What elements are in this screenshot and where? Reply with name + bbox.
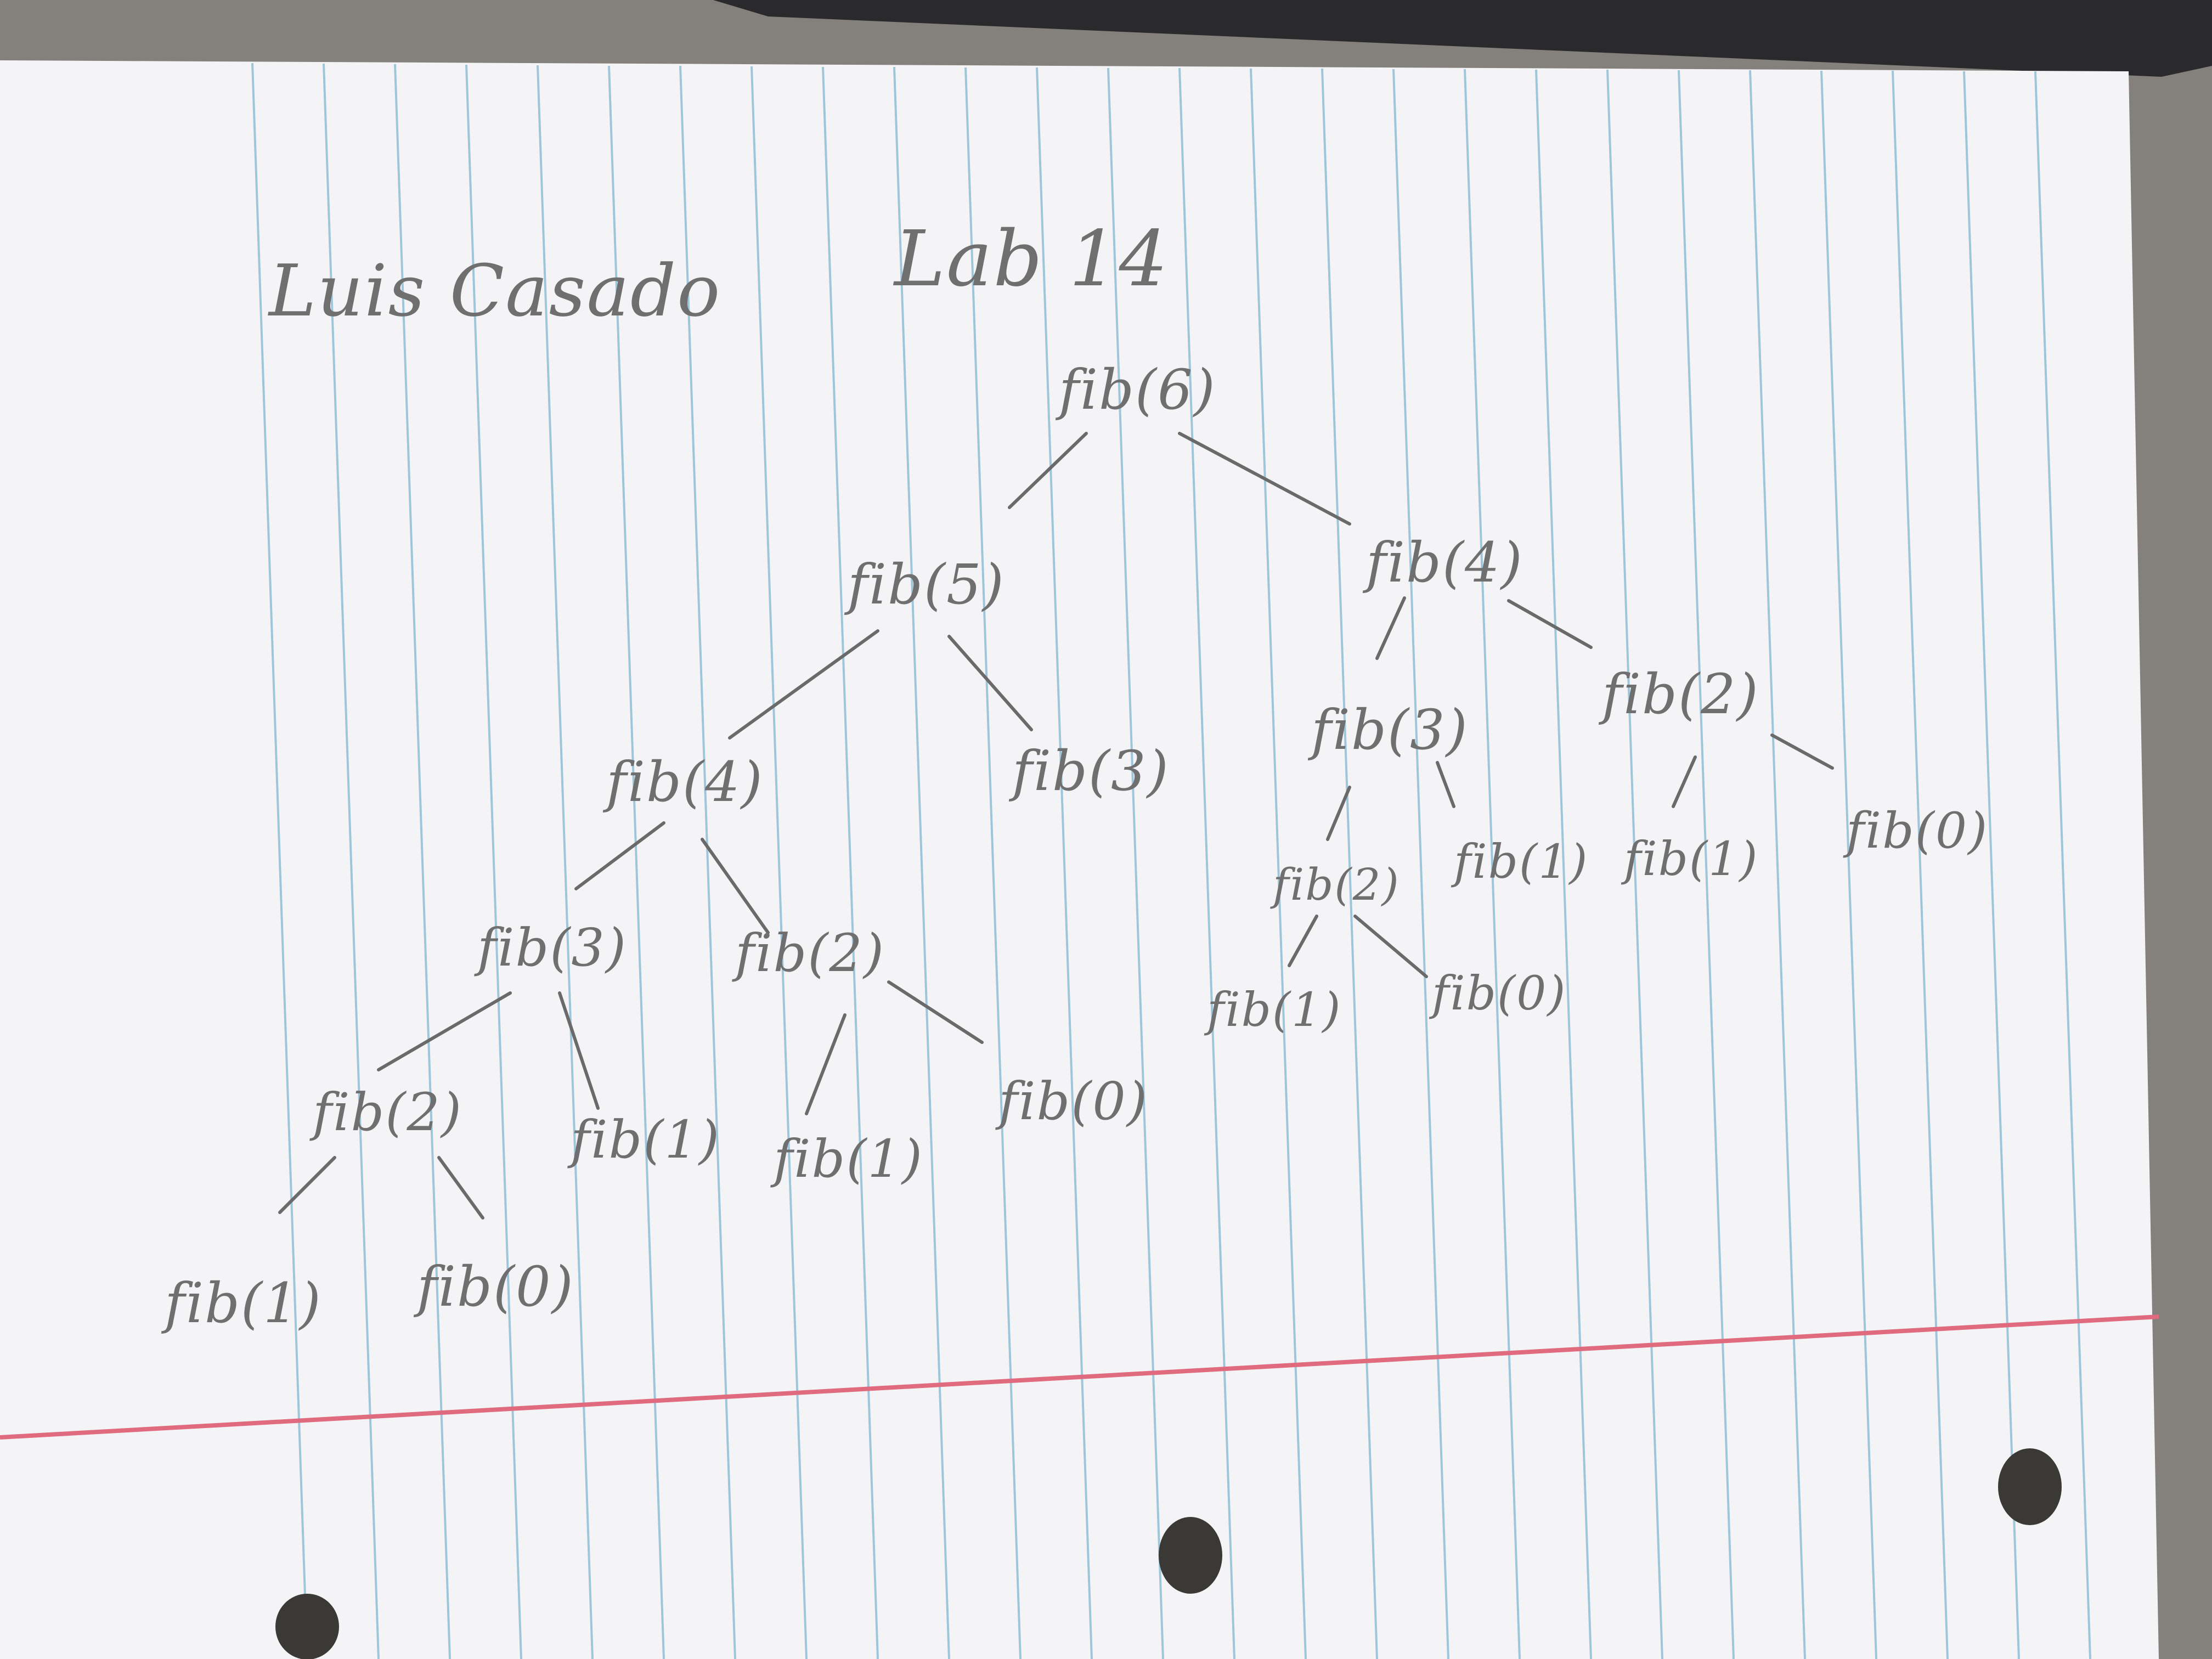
recursion-tree: fib(6) fib(5) fib(4) fib(4) fib(3) fib(3… [161,358,1988,1335]
tree-node: fib(2) [1598,662,1759,726]
tree-node: fib(1) [1451,835,1588,889]
laptop-edge [713,0,2212,77]
tree-node: fib(4) [602,750,764,814]
student-name: Luis Casado [268,249,721,332]
tree-node: fib(1) [161,1271,322,1335]
binder-hole [1998,1448,2062,1525]
tree-node: fib(0) [1843,802,1988,860]
tree-node: fib(2) [732,923,885,984]
tree-node: fib(2) [309,1082,462,1143]
tree-node: fib(0) [995,1071,1148,1132]
tree-node: fib(5) [844,552,1005,617]
tree-node: fib(4) [1362,531,1523,595]
tree-node: fib(3) [1008,739,1170,803]
margin-line [0,1314,2159,1440]
tree-node: fib(1) [1621,832,1758,887]
tree-node: fib(0) [413,1255,574,1319]
tree-edges [278,432,1834,1220]
tree-node: fib(2) [1270,859,1400,910]
paper-sheet [0,60,2159,1659]
tree-node: fib(1) [567,1110,720,1170]
tree-node: fib(3) [474,918,627,978]
rule-lines [251,63,2091,1659]
tree-root: fib(6) [1055,358,1216,422]
tree-node: fib(3) [1307,698,1469,762]
tree-node: fib(1) [1204,983,1341,1037]
binder-hole [1159,1517,1222,1594]
binder-hole [275,1594,339,1659]
tree-node: fib(1) [770,1129,923,1189]
lab-heading: Lab 14 [893,215,1169,304]
tree-node: fib(0) [1429,967,1566,1021]
